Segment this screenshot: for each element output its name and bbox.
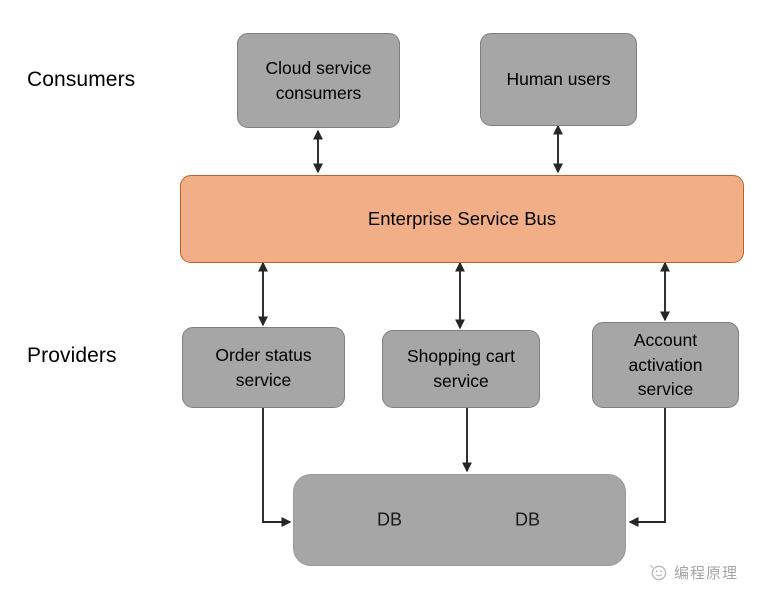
- node-human-users[interactable]: Human users: [480, 33, 637, 126]
- edge-order-status-db: [262, 408, 292, 527]
- node-enterprise-service-bus[interactable]: Enterprise Service Bus: [180, 175, 744, 263]
- edge-account-activation-db: [628, 408, 666, 527]
- db-right-label: DB: [514, 509, 540, 530]
- node-label: Order status service: [215, 344, 312, 390]
- node-shopping-cart-service[interactable]: Shopping cart service: [382, 330, 540, 408]
- node-label: Account activation service: [628, 329, 703, 400]
- watermark: 编程原理: [648, 562, 738, 583]
- db-left-label: DB: [376, 509, 402, 530]
- tier-label-consumers: Consumers: [27, 68, 136, 91]
- node-database-group[interactable]: DB DB: [293, 474, 626, 566]
- watermark-text: 编程原理: [674, 565, 739, 582]
- chat-face-logo-icon: [650, 565, 667, 581]
- node-label: Human users: [506, 69, 611, 90]
- node-account-activation-service[interactable]: Account activation service: [592, 322, 739, 408]
- tier-label-providers: Providers: [27, 344, 117, 367]
- node-label: Shopping cart service: [407, 346, 515, 391]
- node-label: Cloud service consumers: [265, 57, 372, 103]
- node-label: Enterprise Service Bus: [367, 207, 557, 229]
- node-order-status-service[interactable]: Order status service: [182, 327, 345, 408]
- node-cloud-service-consumers[interactable]: Cloud service consumers: [237, 33, 400, 128]
